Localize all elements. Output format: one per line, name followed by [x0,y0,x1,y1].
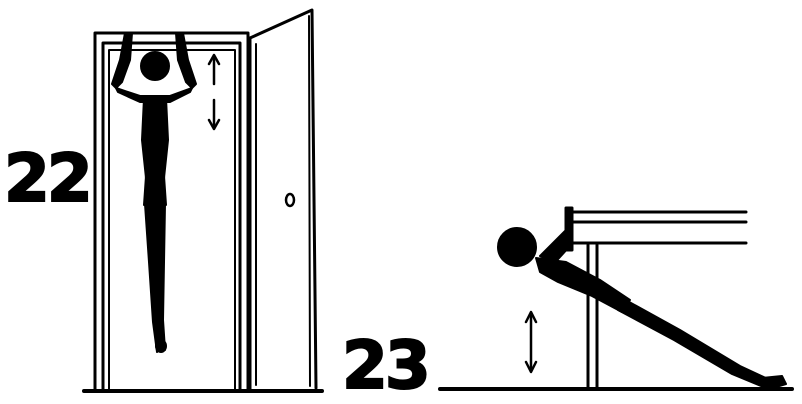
up-down-arrow-icon-2 [526,312,536,372]
pullup-person-silhouette [112,33,196,352]
figure-number-23: 23 [342,333,428,399]
door-knob [286,194,294,206]
open-door-panel [250,10,316,390]
figure-number-22: 22 [4,146,90,212]
row-person-silhouette [498,228,786,390]
up-down-arrow-icon [209,55,219,129]
